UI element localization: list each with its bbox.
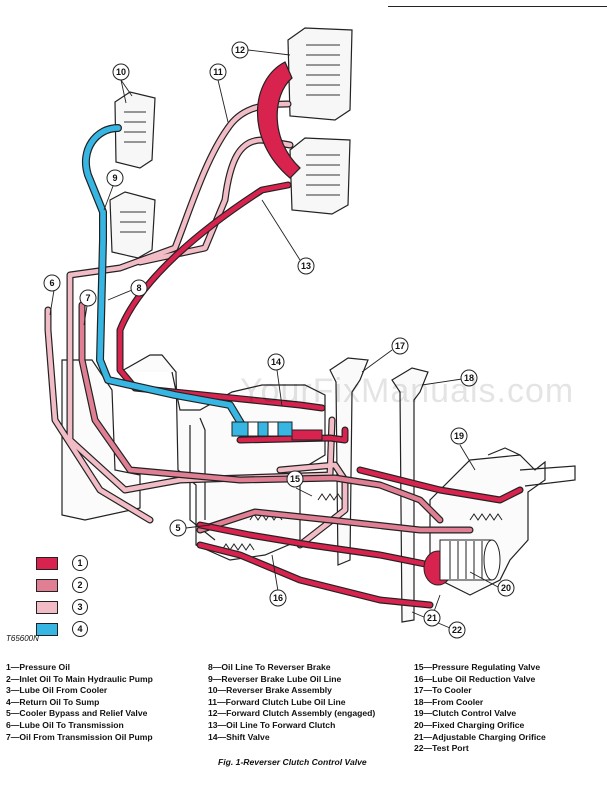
callout-10: 10 [112, 63, 130, 81]
part-3: 3—Lube Oil From Cooler [6, 685, 108, 696]
callout-17-text: 17 [395, 341, 405, 351]
parts-list-col-1: 1—Pressure Oil 2—Inlet Oil To Main Hydra… [6, 662, 153, 743]
callout-5: 5 [169, 519, 187, 537]
part-20: 20—Fixed Charging Orifice [414, 719, 525, 730]
callout-8: 8 [130, 279, 148, 297]
callout-15-text: 15 [290, 474, 300, 484]
callout-10-text: 10 [116, 67, 126, 77]
part-9: 9—Reverser Brake Lube Oil Line [208, 673, 342, 684]
callouts: 10 12 11 9 13 6 7 8 14 17 18 19 15 5 16 … [43, 41, 515, 639]
legend-swatch-1 [36, 556, 58, 570]
brake-assembly-10 [114, 91, 156, 169]
part-14: 14—Shift Valve [208, 731, 270, 742]
part-2: 2—Inlet Oil To Main Hydraulic Pump [6, 673, 153, 684]
leader-lines [49, 49, 499, 629]
callout-13: 13 [297, 257, 315, 275]
callout-22: 22 [448, 621, 466, 639]
callout-18-text: 18 [464, 373, 474, 383]
clutch-assembly-lower [289, 137, 351, 215]
callout-21: 21 [423, 609, 441, 627]
callout-18: 18 [460, 369, 478, 387]
part-19: 19—Clutch Control Valve [414, 708, 517, 719]
legend-number-1: 1 [72, 555, 88, 571]
callout-7: 7 [79, 289, 97, 307]
legend-number-4: 4 [72, 621, 88, 637]
callout-6-text: 6 [49, 278, 54, 288]
clutch-plates [120, 44, 340, 233]
legend-row-3: 3 [36, 596, 88, 618]
legend-row-1: 1 [36, 552, 88, 574]
part-17: 17—To Cooler [414, 685, 472, 696]
part-7: 7—Oil From Transmission Oil Pump [6, 731, 153, 742]
part-5: 5—Cooler Bypass and Relief Valve [6, 708, 148, 719]
callout-16: 16 [269, 589, 287, 607]
figure-caption: Fig. 1-Reverser Clutch Control Valve [218, 757, 367, 767]
part-6: 6—Lube Oil To Transmission [6, 719, 124, 730]
legend-swatch-2 [36, 578, 58, 592]
callout-15: 15 [286, 470, 304, 488]
callout-7-text: 7 [85, 293, 90, 303]
part-22: 22—Test Port [414, 743, 469, 754]
part-1: 1—Pressure Oil [6, 662, 71, 672]
callout-13-text: 13 [301, 261, 311, 271]
callout-9: 9 [106, 169, 124, 187]
callout-5-text: 5 [175, 523, 180, 533]
callout-19: 19 [450, 427, 468, 445]
callout-12: 12 [231, 41, 249, 59]
coil-assembly [423, 539, 501, 586]
part-11: 11—Forward Clutch Lube Oil Line [208, 696, 346, 707]
legend-row-4: 4 [36, 618, 88, 640]
part-8: 8—Oil Line To Reverser Brake [208, 662, 331, 672]
legend-row-2: 2 [36, 574, 88, 596]
part-13: 13—Oil Line To Forward Clutch [208, 719, 336, 730]
figure-id: T65600N [6, 634, 39, 643]
callout-19-text: 19 [454, 431, 464, 441]
callout-8-text: 8 [136, 283, 141, 293]
callout-12-text: 12 [235, 45, 245, 55]
hydraulic-diagram: 10 12 11 9 13 6 7 8 14 17 18 19 15 5 16 … [43, 27, 576, 639]
part-21: 21—Adjustable Charging Orifice [414, 731, 546, 742]
callout-22-text: 22 [452, 625, 462, 635]
callout-11: 11 [209, 63, 227, 81]
callout-6: 6 [43, 274, 61, 292]
top-rule [388, 6, 607, 7]
left-plate [61, 359, 141, 521]
callout-17: 17 [391, 337, 409, 355]
legend-number-3: 3 [72, 599, 88, 615]
part-12: 12—Forward Clutch Assembly (engaged) [208, 708, 376, 719]
part-4: 4—Return Oil To Sump [6, 696, 100, 707]
callout-21-text: 21 [427, 613, 437, 623]
part-15: 15—Pressure Regulating Valve [414, 662, 541, 672]
color-legend: 1 2 3 4 [36, 552, 88, 640]
forward-clutch-pressure-band [257, 61, 301, 179]
part-16: 16—Lube Oil Reduction Valve [414, 673, 536, 684]
watermark: YourFixManuals.com [240, 372, 575, 410]
parts-list-col-2: 8—Oil Line To Reverser Brake 9—Reverser … [208, 662, 375, 743]
callout-14-text: 14 [271, 357, 281, 367]
callout-20: 20 [497, 579, 515, 597]
callout-16-text: 16 [273, 593, 283, 603]
parts-list-col-3: 15—Pressure Regulating Valve 16—Lube Oil… [414, 662, 546, 755]
part-10: 10—Reverser Brake Assembly [208, 685, 332, 696]
callout-14: 14 [267, 353, 285, 371]
springs [221, 493, 503, 551]
legend-number-2: 2 [72, 577, 88, 593]
clutch-assembly-12 [287, 27, 353, 121]
brake-assembly-lower [109, 191, 156, 259]
legend-swatch-3 [36, 600, 58, 614]
callout-20-text: 20 [501, 583, 511, 593]
callout-11-text: 11 [213, 67, 223, 77]
part-18: 18—From Cooler [414, 696, 484, 707]
shift-valve-spool [231, 421, 323, 441]
callout-9-text: 9 [112, 173, 117, 183]
legend-swatch-4 [36, 622, 58, 636]
